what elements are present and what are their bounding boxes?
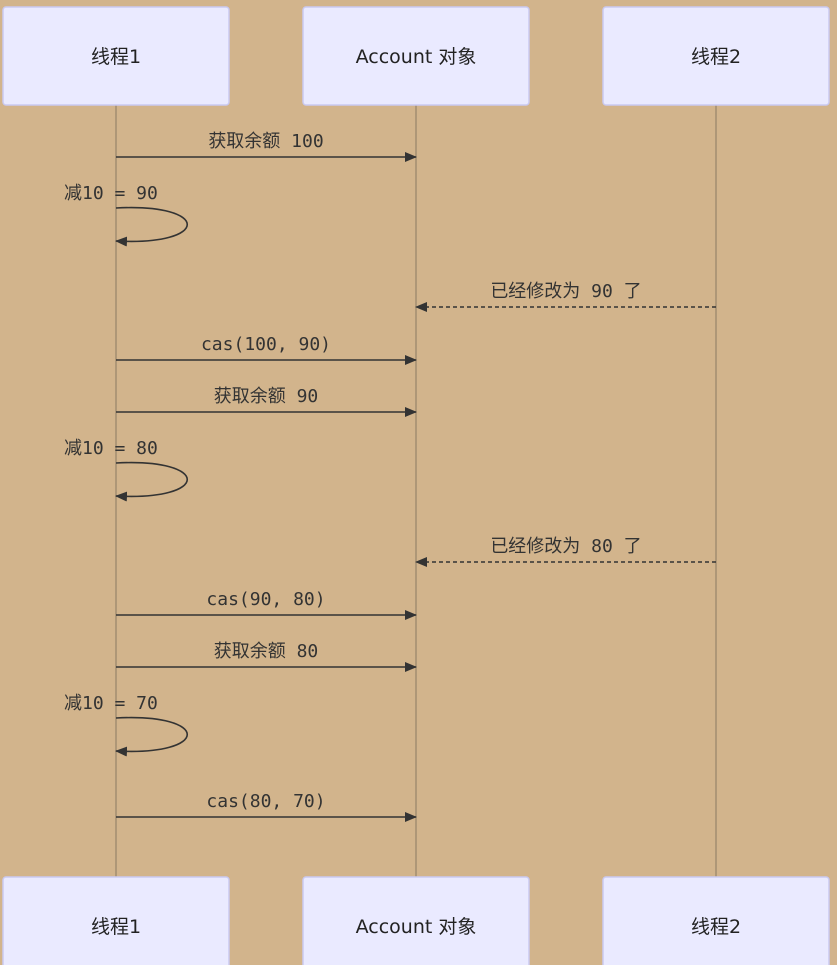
message-9: 获取余额 80 xyxy=(116,641,417,672)
actor-box xyxy=(302,6,530,106)
message-label: 减10 = 80 xyxy=(64,438,158,459)
message-10: 减10 = 70 xyxy=(64,693,189,757)
actors-bottom: 线程1 Account 对象 线程2 xyxy=(2,876,830,965)
actors-top: 线程1 Account 对象 线程2 xyxy=(2,6,830,106)
actor-acc-top: Account 对象 xyxy=(302,6,530,106)
actor-label: 线程2 xyxy=(691,46,741,68)
actor-acc-bottom: Account 对象 xyxy=(302,876,530,965)
actor-label: Account 对象 xyxy=(356,916,477,938)
message-1: 获取余额 100 xyxy=(116,131,417,162)
message-label: 已经修改为 80 了 xyxy=(490,536,641,557)
self-arrow xyxy=(115,716,189,757)
actor-box xyxy=(602,876,830,965)
message-label: 获取余额 100 xyxy=(208,131,323,152)
message-label: 已经修改为 90 了 xyxy=(490,281,641,302)
self-arrow xyxy=(115,461,189,502)
actor-box xyxy=(2,876,230,965)
actor-t2-bottom: 线程2 xyxy=(602,876,830,965)
message-label: 获取余额 90 xyxy=(214,386,319,407)
actor-t2-top: 线程2 xyxy=(602,6,830,106)
message-label: cas(100, 90) xyxy=(201,334,331,355)
message-7: 已经修改为 80 了 xyxy=(415,536,716,567)
message-6: 减10 = 80 xyxy=(64,438,189,502)
actor-label: 线程2 xyxy=(691,916,741,938)
actor-label: Account 对象 xyxy=(356,46,477,68)
lifelines xyxy=(115,105,717,877)
message-label: 获取余额 80 xyxy=(214,641,319,662)
message-label: cas(90, 80) xyxy=(206,589,325,610)
message-2: 减10 = 90 xyxy=(64,183,189,247)
actor-label: 线程1 xyxy=(91,916,141,938)
self-arrow xyxy=(115,206,189,247)
message-4: cas(100, 90) xyxy=(116,334,417,365)
actor-box xyxy=(602,6,830,106)
message-label: cas(80, 70) xyxy=(206,791,325,812)
actor-t1-top: 线程1 xyxy=(2,6,230,106)
actor-box xyxy=(2,6,230,106)
actor-box xyxy=(302,876,530,965)
actor-t1-bottom: 线程1 xyxy=(2,876,230,965)
messages: 获取余额 100 减10 = 90 已经修改为 90 了 cas(100, 90) 获取… xyxy=(64,131,716,822)
message-3: 已经修改为 90 了 xyxy=(415,281,716,312)
message-label: 减10 = 70 xyxy=(64,693,158,714)
message-11: cas(80, 70) xyxy=(116,791,417,822)
actor-label: 线程1 xyxy=(91,46,141,68)
message-5: 获取余额 90 xyxy=(116,386,417,417)
message-label: 减10 = 90 xyxy=(64,183,158,204)
message-8: cas(90, 80) xyxy=(116,589,417,620)
